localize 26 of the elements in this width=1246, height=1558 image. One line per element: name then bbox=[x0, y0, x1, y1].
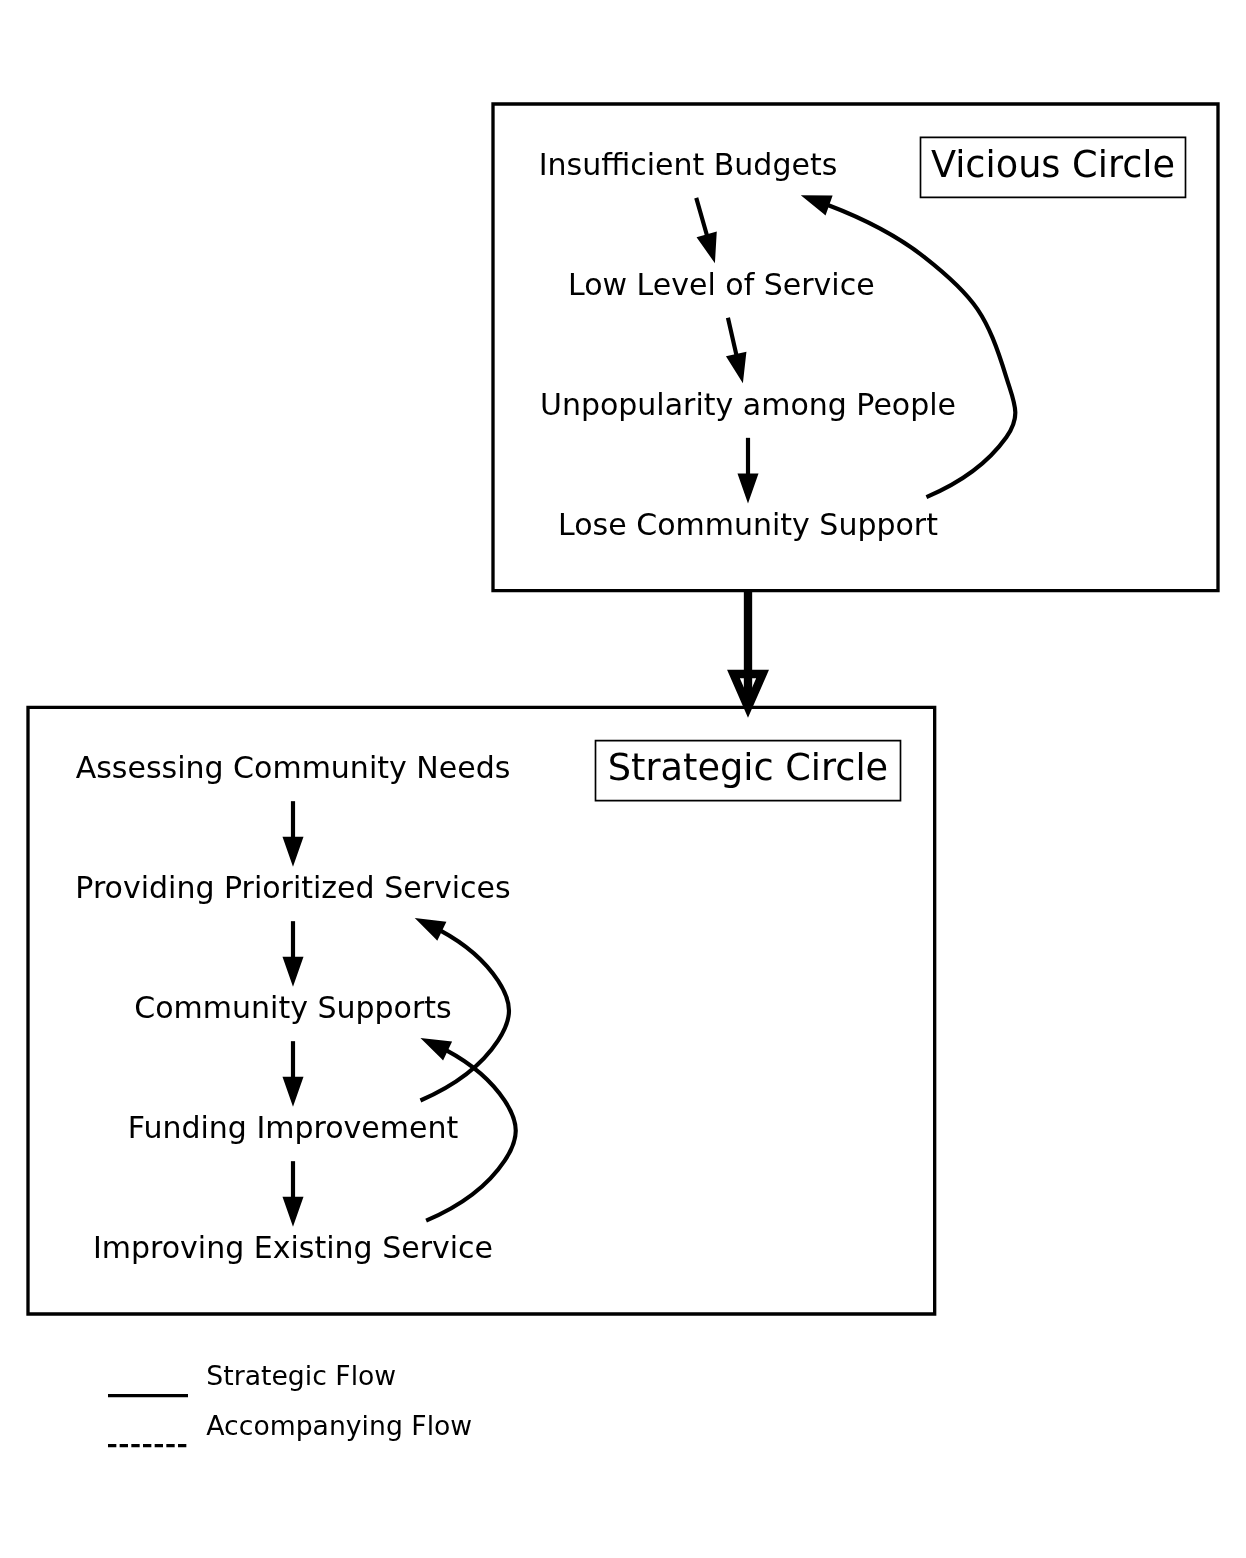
arrow bbox=[800, 195, 1018, 500]
node-box: Vicious Circle bbox=[919, 136, 1187, 199]
node-text: Community Supports bbox=[134, 990, 452, 1025]
arrow bbox=[420, 1037, 518, 1223]
arrow bbox=[282, 1041, 304, 1107]
arrow bbox=[414, 918, 512, 1103]
node-text: Assessing Community Needs bbox=[75, 750, 511, 785]
legend-label: Strategic Flow bbox=[206, 1360, 397, 1392]
node-text: Unpopularity among People bbox=[539, 386, 957, 422]
node-text: Insufficient Budgets bbox=[538, 146, 838, 182]
arrow bbox=[694, 197, 717, 264]
node-text: Improving Existing Service bbox=[92, 1230, 494, 1265]
node-text: Lose Community Support bbox=[558, 506, 938, 542]
legend-label: Accompanying Flow bbox=[206, 1410, 473, 1442]
cluster bbox=[491, 102, 1220, 593]
node-box: Strategic Circle bbox=[594, 739, 902, 802]
arrow bbox=[282, 801, 304, 867]
arrow bbox=[727, 590, 769, 718]
arrow bbox=[737, 437, 759, 504]
node-text: Low Level of Service bbox=[568, 266, 875, 302]
node-text: Funding Improvement bbox=[127, 1110, 459, 1145]
arrow bbox=[725, 317, 747, 384]
arrow bbox=[282, 1161, 304, 1227]
cluster bbox=[26, 705, 937, 1316]
arrow bbox=[282, 921, 304, 987]
node-text: Providing Prioritized Services bbox=[75, 870, 511, 905]
